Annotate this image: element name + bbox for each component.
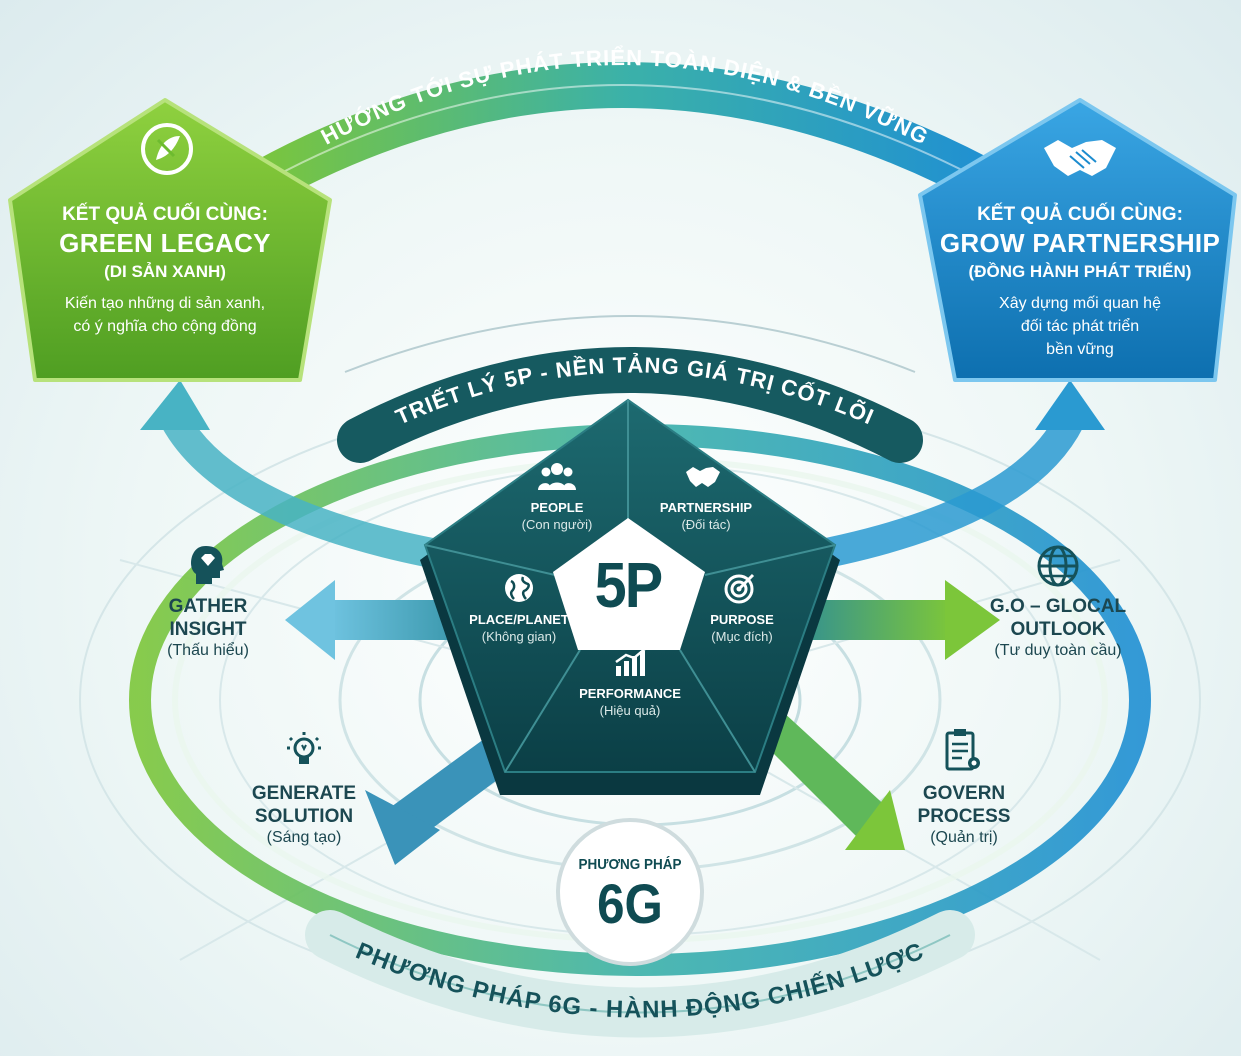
segment-people-sub: (Con người) (521, 517, 593, 532)
method-gather-name-line1: GATHER (168, 596, 248, 617)
handshake-small-icon (684, 462, 722, 490)
sweep-arrow-left (161, 412, 473, 575)
segment-performance-name: PERFORMANCE (579, 686, 681, 701)
method-gather-name-line2: INSIGHT (169, 619, 247, 640)
blue-outcome-desc-line2: đối tác phát triển (1020, 318, 1140, 335)
blue-outcome-sub: (ĐỒNG HÀNH PHÁT TRIỂN) (968, 262, 1192, 281)
badge-circle (556, 818, 704, 966)
core-inner-pentagon (553, 518, 705, 650)
green-outcome-kicker: KẾT QUẢ CUỐI CÙNG: (62, 204, 268, 225)
sweep-arrowhead-left (140, 380, 210, 430)
globe-icon (503, 572, 535, 604)
outcome-green-shape (8, 98, 332, 382)
segment-purpose-name: PURPOSE (710, 612, 774, 627)
blue-outcome-desc-line1: Xây dựng mối quan hệ (999, 295, 1161, 312)
lightbulb-icon (284, 730, 324, 770)
segment-people-name: PEOPLE (530, 500, 584, 515)
method-govern-sub: (Quản trị) (930, 829, 998, 846)
blue-outcome-kicker: KẾT QUẢ CUỐI CÙNG: (977, 204, 1183, 225)
blue-outcome-desc-line3: bền vững (1046, 341, 1114, 358)
head-insight-icon (188, 544, 226, 584)
outcome-blue-shape (918, 98, 1237, 382)
method-generate-name-line2: SOLUTION (254, 806, 354, 827)
clipboard-icon (944, 728, 982, 772)
green-outcome-name: GREEN LEGACY (59, 228, 271, 258)
segment-performance-sub: (Hiệu quả) (599, 703, 661, 718)
method-glocal-name-line2: OUTLOOK (1010, 619, 1106, 640)
method-glocal-name-line1: G.O – GLOCAL (989, 596, 1127, 617)
method-gather-sub: (Thấu hiểu) (167, 642, 249, 659)
green-outcome-desc-line2: có ý nghĩa cho cộng đồng (73, 318, 257, 335)
method-generate-name-line1: GENERATE (251, 783, 357, 804)
philosophy-banner-shape (337, 347, 923, 463)
blue-outcome-name: GROW PARTNERSHIP (939, 228, 1221, 258)
badge-6g-label: 6G (597, 872, 663, 935)
green-outcome-sub: (DI SẢN XANH) (104, 262, 226, 281)
segment-purpose-sub: (Mục đích) (711, 629, 773, 644)
method-govern-name-line2: PROCESS (917, 806, 1011, 827)
handshake-icon (1040, 132, 1120, 182)
segment-place-sub: (Không gian) (481, 629, 557, 644)
green-outcome-desc-line1: Kiến tạo những di sản xanh, (64, 295, 266, 312)
segment-partnership-name: PARTNERSHIP (659, 500, 753, 515)
segment-partnership-sub: (Đối tác) (681, 517, 731, 532)
leaf-logo-icon (140, 122, 194, 176)
chart-icon (614, 646, 648, 676)
core-5p-label: 5P (594, 549, 664, 621)
globe-outline-icon (1036, 544, 1080, 588)
core-segment-lines (424, 400, 836, 773)
method-govern-name-line1: GOVERN (922, 783, 1006, 804)
method-glocal-sub: (Tư duy toàn cầu) (994, 642, 1122, 659)
badge-top-label: PHƯƠNG PHÁP (578, 856, 682, 873)
segment-place-name: PLACE/PLANET (469, 612, 569, 627)
sweep-arrow-right (787, 412, 1084, 575)
target-icon (724, 572, 756, 604)
sweep-arrowhead-right (1035, 380, 1105, 430)
people-icon (538, 462, 576, 490)
method-generate-sub: (Sáng tạo) (266, 829, 342, 846)
